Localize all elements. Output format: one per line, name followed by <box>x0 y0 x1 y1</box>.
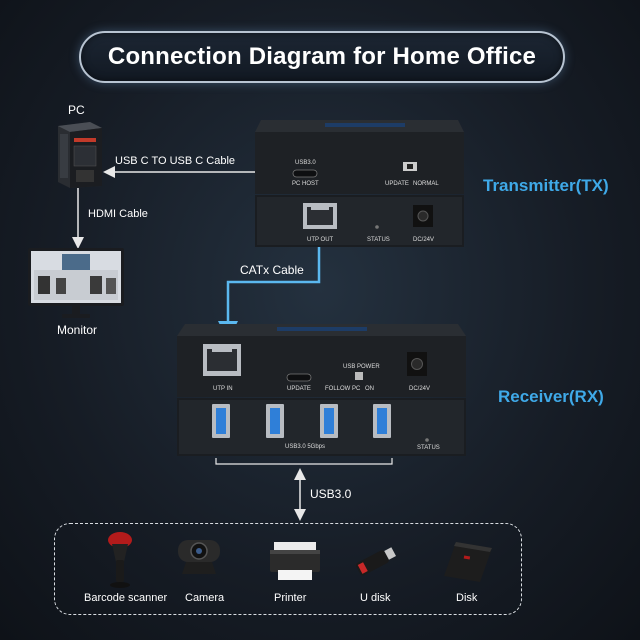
transmitter-top-unit: USB3.0 PC HOST UPDATE NORMAL <box>255 120 464 194</box>
hdmi-cable-label: HDMI Cable <box>88 208 148 220</box>
device-label-u-disk: U disk <box>360 592 391 604</box>
rx-follow-pc-label: FOLLOW PC <box>325 386 361 392</box>
device-label-barcode: Barcode scanner <box>84 592 168 604</box>
transmitter-label: Transmitter(TX) <box>483 176 609 195</box>
tx-power-label: DC/24V <box>413 237 435 243</box>
rx-status-label: STATUS <box>417 445 440 451</box>
page-title: Connection Diagram for Home Office <box>107 43 537 70</box>
rx-power-label: DC/24V <box>409 386 431 392</box>
usb-ports-bracket <box>215 458 393 465</box>
rx-usb-ports-label: USB3.0 5Gbps <box>285 444 326 450</box>
catx-cable-line <box>218 246 321 341</box>
tx-normal-label: NORMAL <box>413 181 439 187</box>
hard-disk-icon <box>444 542 492 582</box>
device-label-printer: Printer <box>274 592 307 604</box>
monitor-icon <box>28 248 124 318</box>
rx-usb-power-label: USB POWER <box>343 364 380 370</box>
pc-tower-icon <box>58 122 102 188</box>
pc-label: PC <box>68 103 85 117</box>
usb3-label: USB3.0 <box>310 487 352 501</box>
receiver-label: Receiver(RX) <box>498 387 604 406</box>
printer-icon <box>270 542 320 580</box>
rx-on-label: ON <box>365 386 374 392</box>
receiver-top-unit: UTP IN UPDATE USB POWER FOLLOW PC ON DC/… <box>177 324 466 397</box>
receiver-front-unit: USB3.0 5Gbps STATUS <box>177 398 466 456</box>
usb-c-cable-label: USB C TO USB C Cable <box>115 155 236 167</box>
tx-update-label: UPDATE <box>385 181 409 187</box>
tx-port-badge: USB3.0 <box>295 160 316 166</box>
rx-utp-in-label: UTP IN <box>213 386 233 392</box>
monitor-label: Monitor <box>57 323 98 337</box>
tx-pc-host-label: PC HOST <box>292 181 319 187</box>
tx-utp-out-label: UTP OUT <box>307 237 334 243</box>
catx-cable-label: CATx Cable <box>240 263 304 277</box>
device-label-camera: Camera <box>185 592 225 604</box>
usb-devices-group <box>54 523 522 615</box>
usb-drive-icon <box>356 547 397 576</box>
title-banner: Connection Diagram for Home Office <box>79 31 565 83</box>
webcam-icon <box>178 540 220 574</box>
barcode-scanner-icon <box>108 532 132 588</box>
tx-status-label: STATUS <box>367 237 390 243</box>
transmitter-front-unit: UTP OUT STATUS DC/24V <box>255 195 464 247</box>
rx-update-label: UPDATE <box>287 386 311 392</box>
device-label-disk: Disk <box>456 592 478 604</box>
